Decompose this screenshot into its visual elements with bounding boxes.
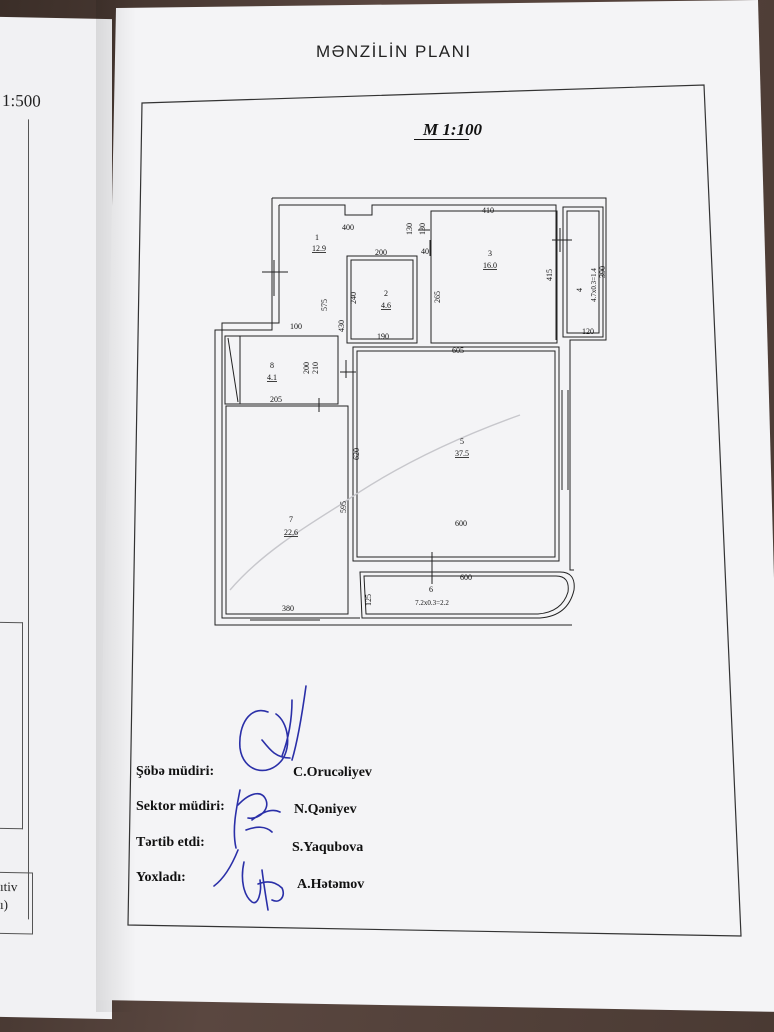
room-3-area: 16.0 xyxy=(483,261,497,270)
document-title: MƏNZİLİN PLANI xyxy=(316,42,472,61)
signature-scribble-3 xyxy=(241,861,285,911)
signature-role-3: Tərtib etdi: xyxy=(136,835,205,850)
scale-label: M 1:100 xyxy=(423,120,483,139)
dim-120: 120 xyxy=(582,327,594,336)
dim-390: 390 xyxy=(598,266,607,278)
dim-430: 430 xyxy=(337,320,346,332)
room-7-area: 22.6 xyxy=(284,528,298,537)
outer-walls xyxy=(214,197,607,626)
dim-595: 595 xyxy=(339,501,348,513)
dim-575: 575 xyxy=(320,299,329,311)
dim-605: 605 xyxy=(452,346,464,355)
document-page xyxy=(96,0,774,1012)
room-2-number: 2 xyxy=(384,289,388,298)
dim-415: 415 xyxy=(545,269,554,281)
dim-190: 190 xyxy=(377,332,389,341)
room-8-area: 4.1 xyxy=(267,373,277,382)
room-2-area: 4.6 xyxy=(381,301,391,310)
signature-name-3: S.Yaqubova xyxy=(292,840,364,855)
dim-130-a: 130 xyxy=(405,223,414,235)
room-1-number: 1 xyxy=(315,233,319,242)
room-3-number: 3 xyxy=(488,249,492,258)
room-4-area: 4.7x0.3=1.4 xyxy=(590,268,598,302)
dim-380: 380 xyxy=(282,604,294,613)
room-8-number: 8 xyxy=(270,361,274,370)
signature-role-2: Sektor müdiri: xyxy=(136,799,225,814)
dim-200-b: 200 xyxy=(302,362,311,374)
dim-200-a: 200 xyxy=(375,248,387,257)
signature-role-1: Şöbə müdiri: xyxy=(136,764,215,779)
dim-210: 210 xyxy=(311,362,320,374)
signature-scribble-2 xyxy=(213,789,281,887)
dim-125: 125 xyxy=(364,594,373,606)
room-5-number: 5 xyxy=(460,437,464,446)
room-5-area: 37.5 xyxy=(455,449,469,458)
signature-name-2: N.Qəniyev xyxy=(294,802,357,817)
dim-100: 100 xyxy=(290,322,302,331)
dim-410: 410 xyxy=(482,206,494,215)
dim-400: 400 xyxy=(342,223,354,232)
paper-crease xyxy=(229,414,521,591)
room-6-area: 7.2x0.3=2.2 xyxy=(415,599,449,607)
dim-240: 240 xyxy=(349,292,358,304)
room-4-number: 4 xyxy=(575,288,584,292)
signature-name-1: C.Orucəliyev xyxy=(293,765,372,780)
signature-scribble-1 xyxy=(239,685,307,772)
dim-600-a: 600 xyxy=(455,519,467,528)
room-1-area: 12.9 xyxy=(312,244,326,253)
dim-600-b: 600 xyxy=(460,573,472,582)
room-6-number: 6 xyxy=(429,585,433,594)
scale-underline xyxy=(414,139,469,140)
signature-name-4: A.Hətəmov xyxy=(297,877,365,892)
dim-130-b: 130 xyxy=(418,223,427,235)
dim-40: 40 xyxy=(421,247,429,256)
dim-205: 205 xyxy=(270,395,282,404)
signature-role-4: Yoxladı: xyxy=(136,870,186,885)
dim-265: 265 xyxy=(433,291,442,303)
dim-620: 620 xyxy=(352,448,361,460)
room-7-number: 7 xyxy=(289,515,293,524)
